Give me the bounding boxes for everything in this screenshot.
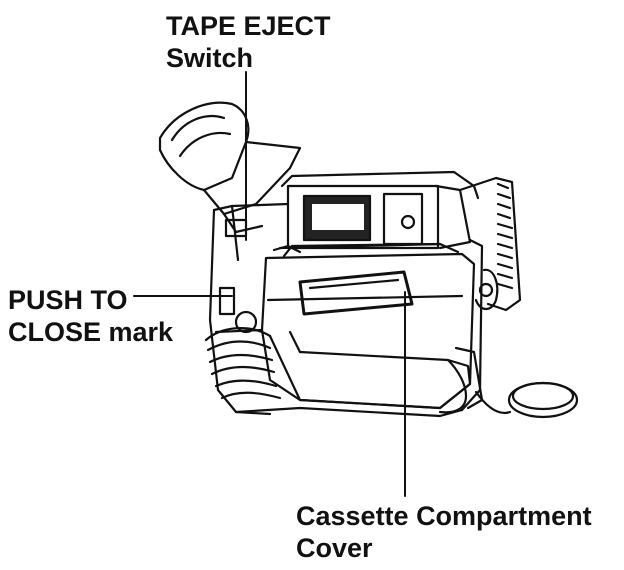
bottom-body	[234, 406, 464, 418]
cassette-cover-line2: Cover	[296, 533, 373, 563]
leader-lines	[133, 71, 406, 497]
tape-eject-switch-label: TAPE EJECT Switch	[166, 10, 331, 74]
cassette-compartment-cover-label: Cassette Compartment Cover	[296, 500, 592, 564]
viewfinder	[158, 101, 302, 234]
cassette-cover	[260, 242, 476, 410]
lens-cap	[474, 381, 579, 419]
lens-barrel	[458, 176, 522, 412]
left-body	[208, 202, 290, 416]
tape-eject-line1: TAPE EJECT	[166, 11, 331, 41]
top-housing	[280, 170, 480, 250]
cassette-cover-line1: Cassette Compartment	[296, 501, 592, 531]
tape-eject-line2: Switch	[166, 43, 254, 73]
push-to-close-mark-label: PUSH TO CLOSE mark	[8, 284, 173, 348]
push-to-close-line2: CLOSE mark	[8, 317, 174, 347]
grip-strap	[204, 327, 484, 414]
push-to-close-line1: PUSH TO	[8, 285, 128, 315]
